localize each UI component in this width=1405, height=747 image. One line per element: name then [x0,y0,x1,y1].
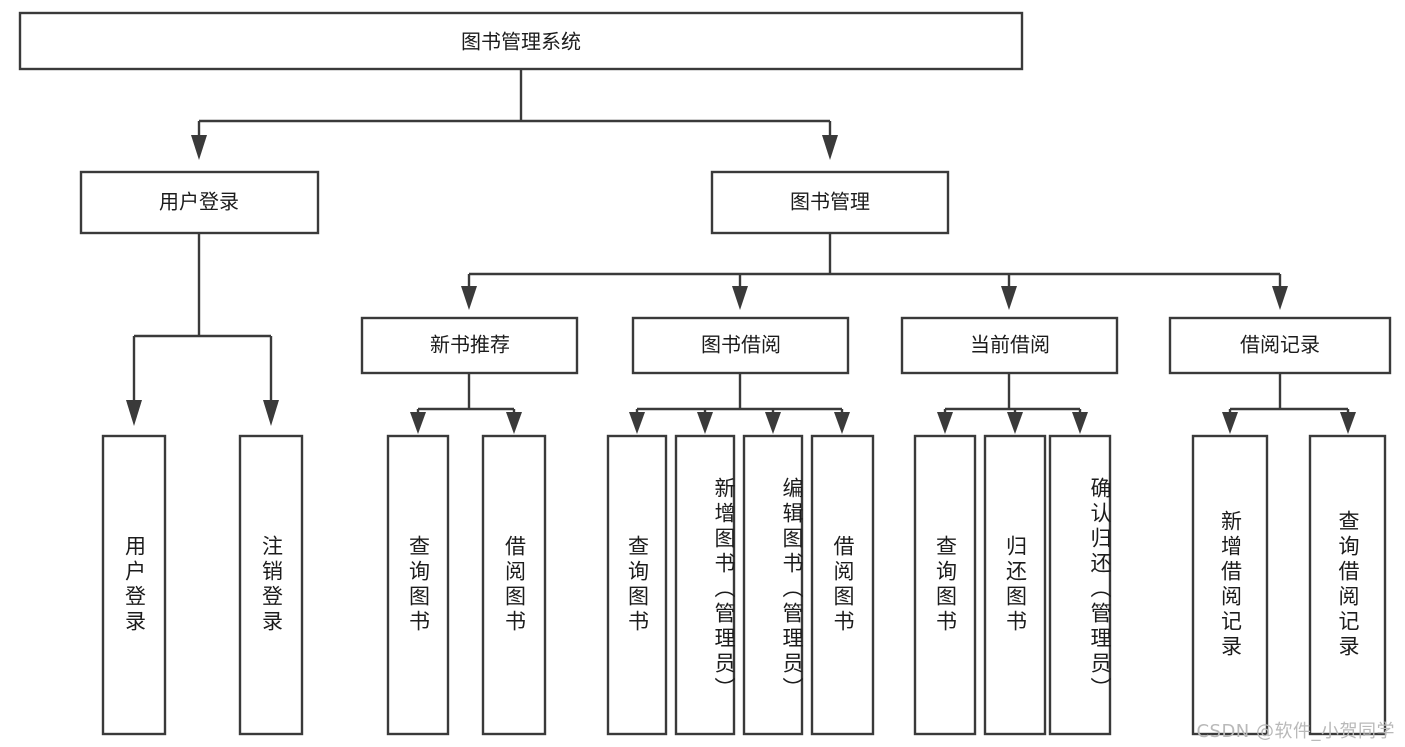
arrow-head-br-add-record [1222,412,1238,434]
leaf-text-br-add-record: 新增借阅记录 [1218,510,1243,660]
connector-group-root [191,69,838,160]
arrow-head-bb-query-book [629,412,645,434]
arrow-head-book-borrow [732,286,748,310]
node-book-borrow-box[interactable] [631,316,850,375]
leaf-box-bb-borrow-book[interactable] [810,434,875,736]
leaf-text-cb-return-book: 归还图书 [1003,535,1028,635]
node-current-borrow-label: 当前借阅 [970,333,1050,357]
leaf-text-bb-add-book: 新增图书（管理员） [712,476,736,702]
leaf-label-bb-borrow-book: 借阅图书 [812,436,873,734]
arrow-head-book-manage [822,135,838,160]
connector-group-book-manage [461,233,1288,310]
node-book-manage[interactable]: 图书管理 [710,170,950,235]
node-borrow-record[interactable]: 借阅记录 [1168,316,1392,375]
arrow-head-leaf-user-logout [263,400,279,426]
leaf-box-bb-edit-book[interactable] [742,434,804,736]
leaf-label-user-logout: 注销登录 [240,436,302,734]
leaf-box-user-logout[interactable] [238,434,304,736]
node-user-login-box[interactable] [79,170,320,235]
connector-group-current-borrow [937,373,1088,434]
leaf-text-cb-confirm-return: 确认归还（管理员） [1088,476,1112,702]
leaf-box-br-query-record[interactable] [1308,434,1387,736]
leaf-box-nbr-query-book[interactable] [386,434,450,736]
leaf-label-cb-return-book: 归还图书 [985,436,1045,734]
leaf-label-bb-add-book: 新增图书（管理员） [676,444,736,734]
leaf-label-cb-confirm-return: 确认归还（管理员） [1050,444,1112,734]
arrow-head-cb-query-book [937,412,953,434]
leaf-label-user-login: 用户登录 [103,436,165,734]
node-root[interactable]: 图书管理系统 [18,11,1024,71]
arrow-head-leaf-user-login [126,400,142,426]
leaf-text-nbr-query-book: 查询图书 [406,535,431,635]
connector-group-user-login [126,233,279,426]
node-root-box[interactable] [18,11,1024,71]
leaf-text-bb-borrow-book: 借阅图书 [831,535,855,635]
node-user-login[interactable]: 用户登录 [79,170,320,235]
leaf-label-nbr-borrow-book: 借阅图书 [483,436,545,734]
watermark-text: CSDN @软件_小贺同学 [1196,721,1395,742]
leaf-box-cb-confirm-return[interactable] [1048,434,1112,736]
node-book-borrow[interactable]: 图书借阅 [631,316,850,375]
leaf-text-nbr-borrow-book: 借阅图书 [502,535,527,635]
connector-group-book-borrow [629,373,850,434]
arrow-head-bb-borrow-book [834,412,850,434]
node-new-book-rec-label: 新书推荐 [430,333,510,357]
arrow-head-new-book-rec [461,286,477,310]
arrow-head-current-borrow [1001,286,1017,310]
arrow-head-borrow-record [1272,286,1288,310]
arrow-head-user-login [191,135,207,160]
leaf-text-bb-query-book: 查询图书 [625,535,650,635]
node-borrow-record-box[interactable] [1168,316,1392,375]
node-new-book-rec[interactable]: 新书推荐 [360,316,579,375]
leaf-text-cb-query-book: 查询图书 [933,535,958,635]
arrow-head-cb-confirm-return [1072,412,1088,434]
arrow-head-nbr-borrow-book [506,412,522,434]
leaf-boxes [101,434,1387,736]
leaf-text-bb-edit-book: 编辑图书（管理员） [780,476,804,702]
leaf-label-br-add-record: 新增借阅记录 [1193,436,1267,734]
leaf-box-user-login[interactable] [101,434,167,736]
node-book-borrow-label: 图书借阅 [701,333,781,357]
connector-group-borrow-record [1222,373,1356,434]
leaf-box-cb-return-book[interactable] [983,434,1047,736]
leaf-label-bb-edit-book: 编辑图书（管理员） [744,444,804,734]
node-book-manage-box[interactable] [710,170,950,235]
arrow-head-nbr-query-book [410,412,426,434]
leaf-text-br-query-record: 查询借阅记录 [1336,510,1360,660]
node-new-book-rec-box[interactable] [360,316,579,375]
leaf-label-nbr-query-book: 查询图书 [388,436,448,734]
leaf-box-br-add-record[interactable] [1191,434,1269,736]
node-root-label: 图书管理系统 [461,30,581,54]
leaf-text-user-logout: 注销登录 [259,535,284,635]
node-borrow-record-label: 借阅记录 [1240,333,1320,357]
node-user-login-label: 用户登录 [159,190,239,214]
arrow-head-bb-edit-book [765,412,781,434]
leaf-box-nbr-borrow-book[interactable] [481,434,547,736]
node-current-borrow-box[interactable] [900,316,1119,375]
arrow-head-cb-return-book [1007,412,1023,434]
leaf-text-user-login: 用户登录 [122,535,147,635]
node-book-manage-label: 图书管理 [790,190,870,214]
leaf-label-br-query-record: 查询借阅记录 [1310,436,1385,734]
arrow-head-bb-add-book [697,412,713,434]
node-current-borrow[interactable]: 当前借阅 [900,316,1119,375]
leaf-label-bb-query-book: 查询图书 [608,436,666,734]
leaf-label-cb-query-book: 查询图书 [915,436,975,734]
leaf-box-bb-query-book[interactable] [606,434,668,736]
leaf-box-cb-query-book[interactable] [913,434,977,736]
arrow-head-br-query-record [1340,412,1356,434]
leaf-box-bb-add-book[interactable] [674,434,736,736]
connector-group-new-book-rec [410,373,522,434]
